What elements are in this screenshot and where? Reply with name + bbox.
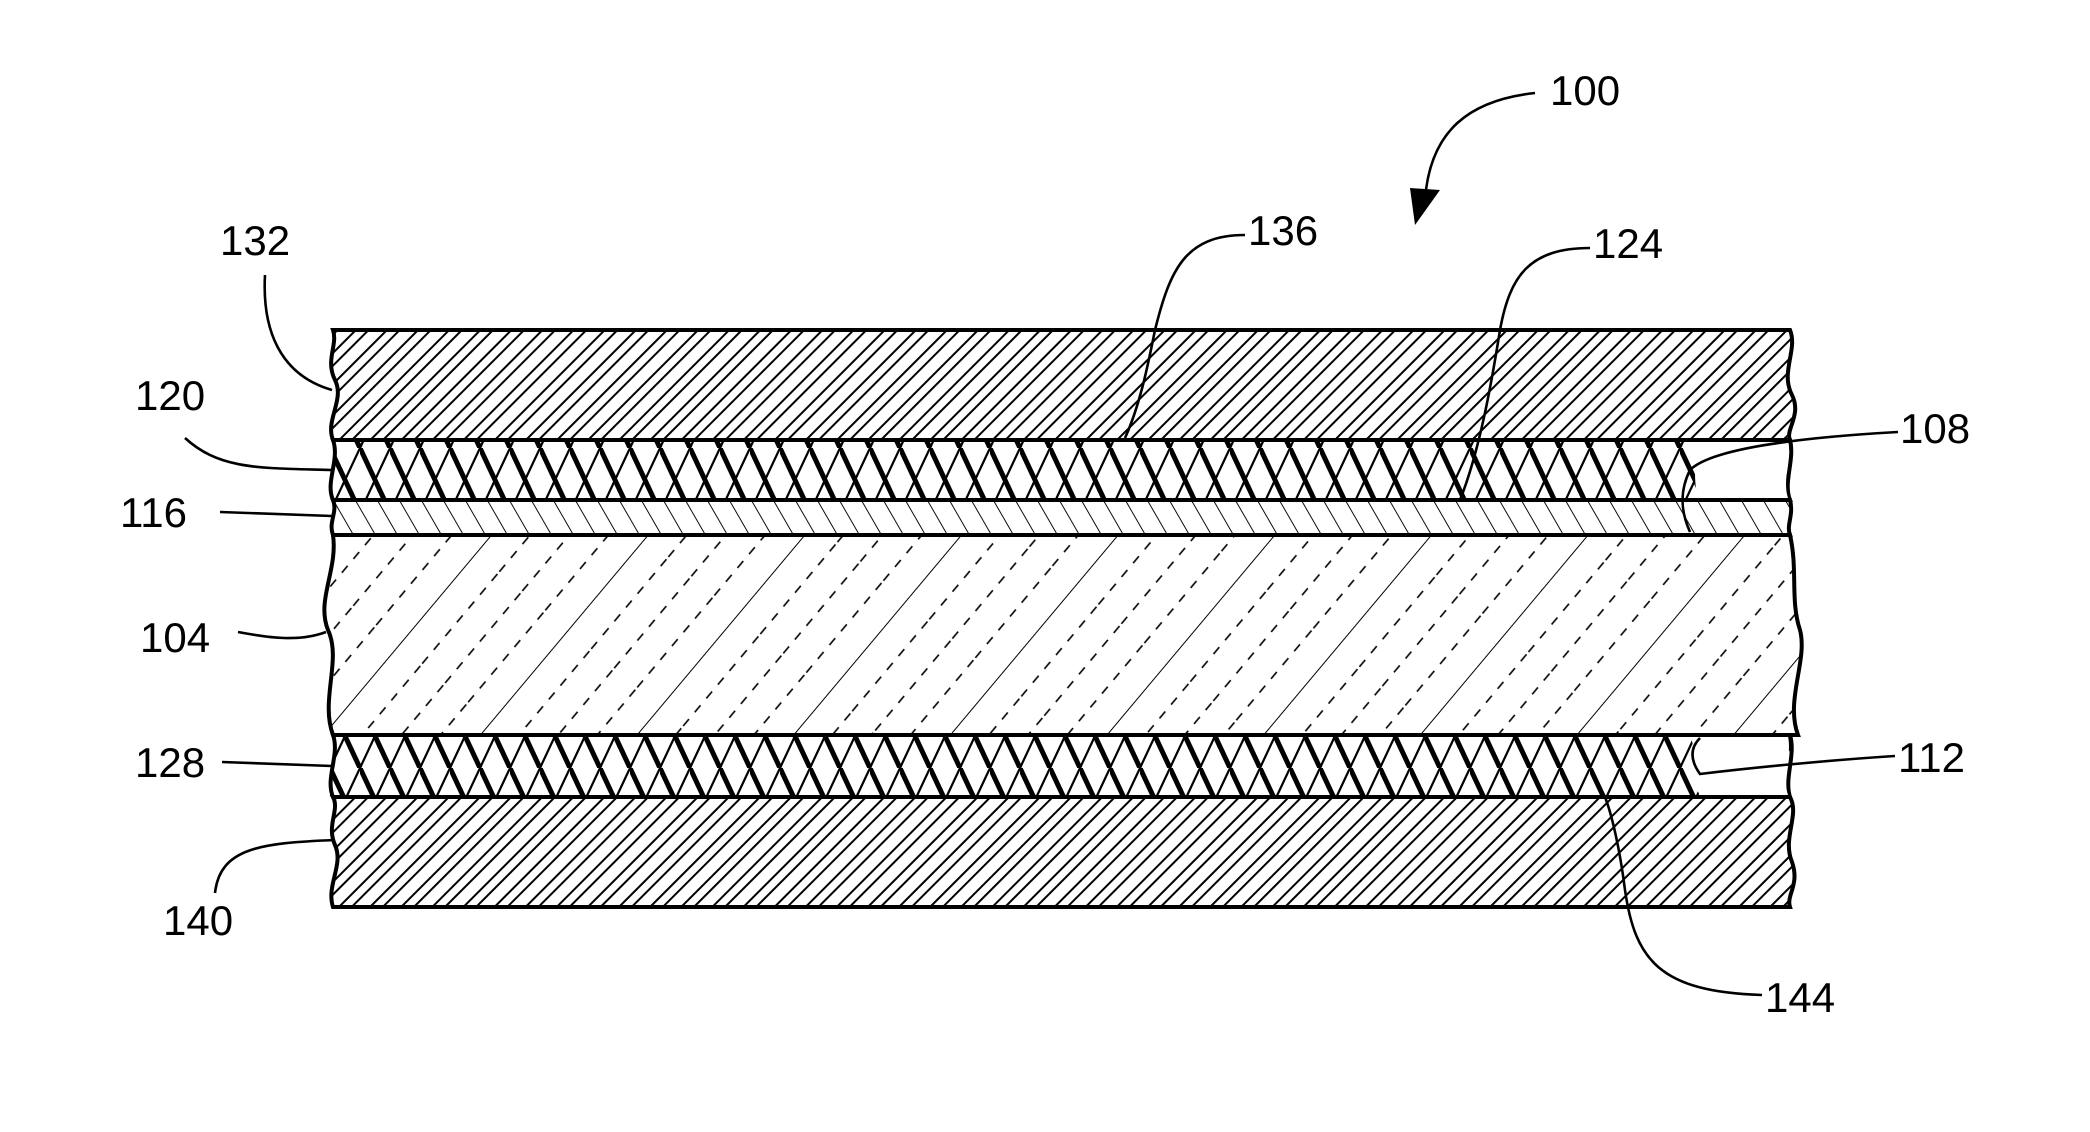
assembly-arrow: [1425, 93, 1535, 200]
label-124: 124: [1593, 220, 1663, 267]
leader-116: [220, 512, 332, 516]
label-104: 104: [140, 614, 210, 661]
label-108: 108: [1900, 405, 1970, 452]
layer-132: [331, 330, 1795, 440]
leader-140: [215, 840, 335, 893]
leader-120: [185, 438, 332, 470]
leader-104: [238, 632, 326, 638]
layer-104: [324, 535, 1801, 735]
layer-128: [331, 735, 1792, 797]
label-112: 112: [1898, 734, 1965, 781]
layer-116: [332, 500, 1792, 535]
label-128: 128: [135, 739, 205, 786]
layer-140: [331, 797, 1794, 907]
leader-132: [265, 275, 332, 390]
label-144: 144: [1765, 974, 1835, 1021]
label-132: 132: [220, 217, 290, 264]
label-136: 136: [1248, 207, 1318, 254]
label-100: 100: [1550, 67, 1620, 114]
label-120: 120: [135, 372, 205, 419]
layer-120: [331, 440, 1792, 500]
leader-128: [222, 762, 332, 766]
label-140: 140: [163, 897, 233, 944]
label-116: 116: [120, 489, 187, 536]
assembly-arrowhead: [1410, 188, 1440, 225]
